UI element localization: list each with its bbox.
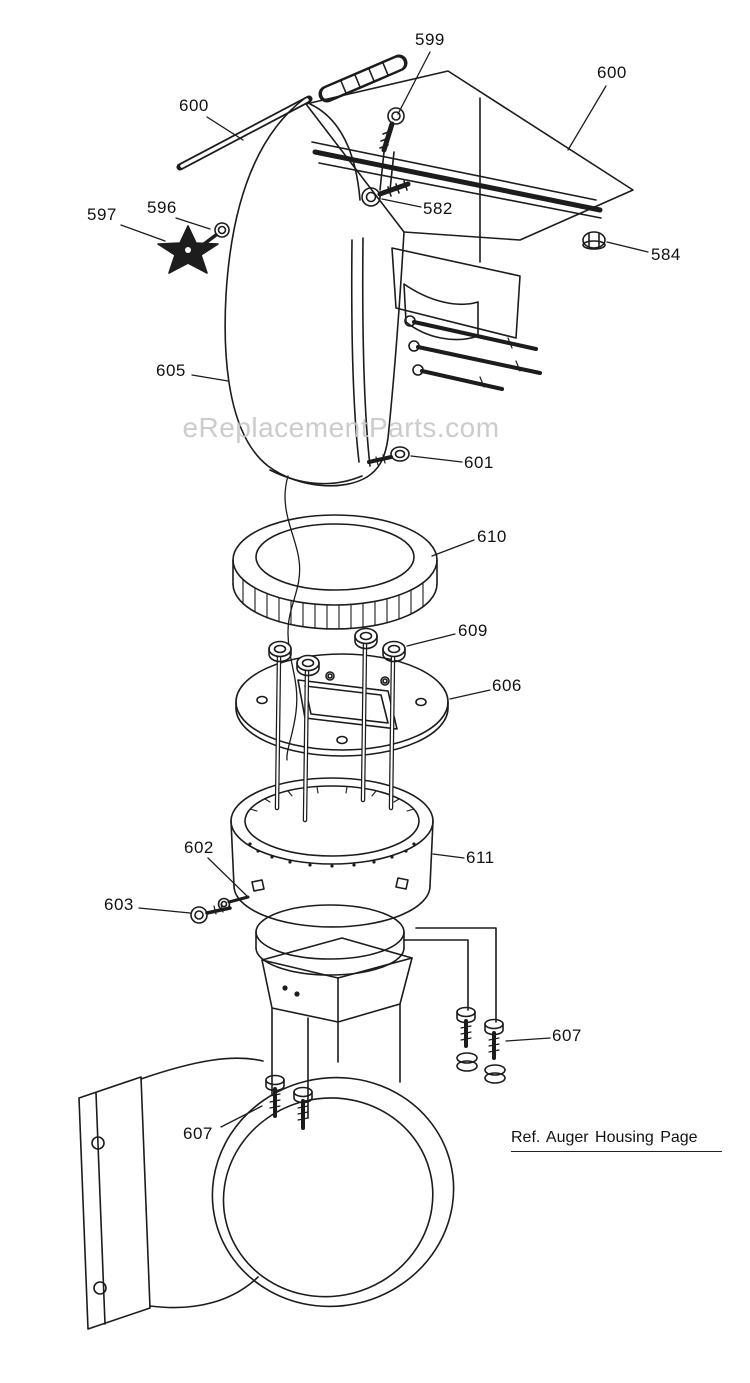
cap-nut-part-584 — [582, 231, 606, 250]
ring-gear-part-611 — [230, 777, 434, 928]
bolt-part-596 — [202, 222, 230, 246]
leader-lines — [120, 51, 649, 1128]
part-label-606: 606 — [492, 676, 522, 695]
part-label-607-left: 607 — [183, 1124, 213, 1143]
part-label-609: 609 — [458, 621, 488, 640]
part-label-584: 584 — [651, 245, 681, 264]
part-label-611: 611 — [466, 848, 495, 867]
handle-grip — [318, 54, 408, 103]
reference-note: Ref. Auger Housing Page — [511, 1129, 722, 1152]
chute-cable — [284, 475, 301, 761]
part-label-601: 601 — [464, 453, 494, 472]
bolt-part-582 — [361, 180, 411, 207]
part-label-599: 599 — [415, 30, 445, 49]
part-label-582: 582 — [423, 199, 453, 218]
deflector-panel-part-600 — [305, 70, 634, 263]
part-label-596: 596 — [147, 198, 177, 217]
bolts-part-602-603 — [190, 895, 250, 924]
part-label-605: 605 — [156, 361, 186, 380]
bolts-part-607-left — [265, 1074, 313, 1130]
bolt-part-601 — [367, 446, 410, 466]
part-label-607-right: 607 — [552, 1026, 582, 1045]
bolt-part-599 — [379, 107, 405, 191]
ring-part-610 — [232, 514, 438, 630]
chute-opening-ring — [211, 1076, 455, 1308]
part-label-603: 603 — [104, 895, 134, 914]
transition-duct — [261, 927, 497, 1119]
plate-part-606 — [235, 653, 449, 757]
part-label-610: 610 — [477, 527, 507, 546]
part-label-597: 597 — [87, 205, 117, 224]
part-label-602: 602 — [184, 838, 214, 857]
mount-bracket — [78, 1057, 264, 1330]
part-label-600-left: 600 — [179, 96, 209, 115]
part-label-600-right: 600 — [597, 63, 627, 82]
nuts-part-609 — [268, 627, 406, 823]
knob-part-597 — [157, 225, 219, 274]
chute-body-part-605 — [224, 97, 405, 487]
watermark: eReplacementParts.com — [182, 412, 500, 443]
pivot-bracket-studs — [391, 247, 542, 391]
rod-part-600 — [176, 95, 313, 171]
bolts-part-607-right — [456, 1006, 506, 1084]
